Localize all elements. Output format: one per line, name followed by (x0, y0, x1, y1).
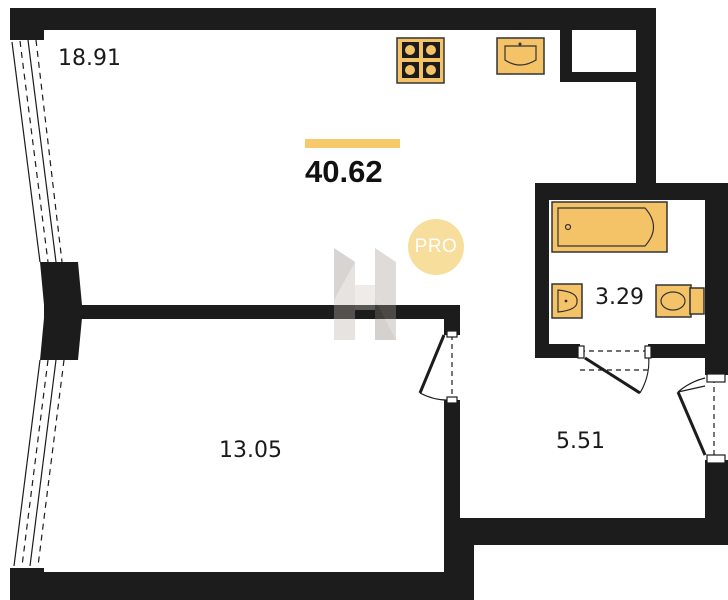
window-upper (11, 39, 63, 263)
room-area-bathroom: 3.29 (595, 285, 644, 310)
walls (10, 8, 728, 600)
toilet-icon (655, 284, 705, 318)
room-area-bedroom: 13.05 (219, 438, 282, 463)
bathtub-icon (551, 201, 668, 253)
room-area-living: 18.91 (58, 46, 121, 71)
kitchen-sink-icon (496, 37, 545, 75)
total-area: 40.62 (305, 154, 383, 189)
bathroom-sink-icon (551, 283, 583, 319)
room-area-hall: 5.51 (556, 429, 605, 454)
stove-icon (396, 37, 445, 84)
watermark-logo (334, 248, 396, 340)
total-area-accent-bar (305, 139, 400, 148)
window-lower (13, 359, 65, 567)
door-bedroom (418, 330, 458, 404)
door-entrance (676, 373, 726, 464)
pro-badge: PRO (408, 219, 464, 275)
door-bathroom (577, 345, 652, 395)
